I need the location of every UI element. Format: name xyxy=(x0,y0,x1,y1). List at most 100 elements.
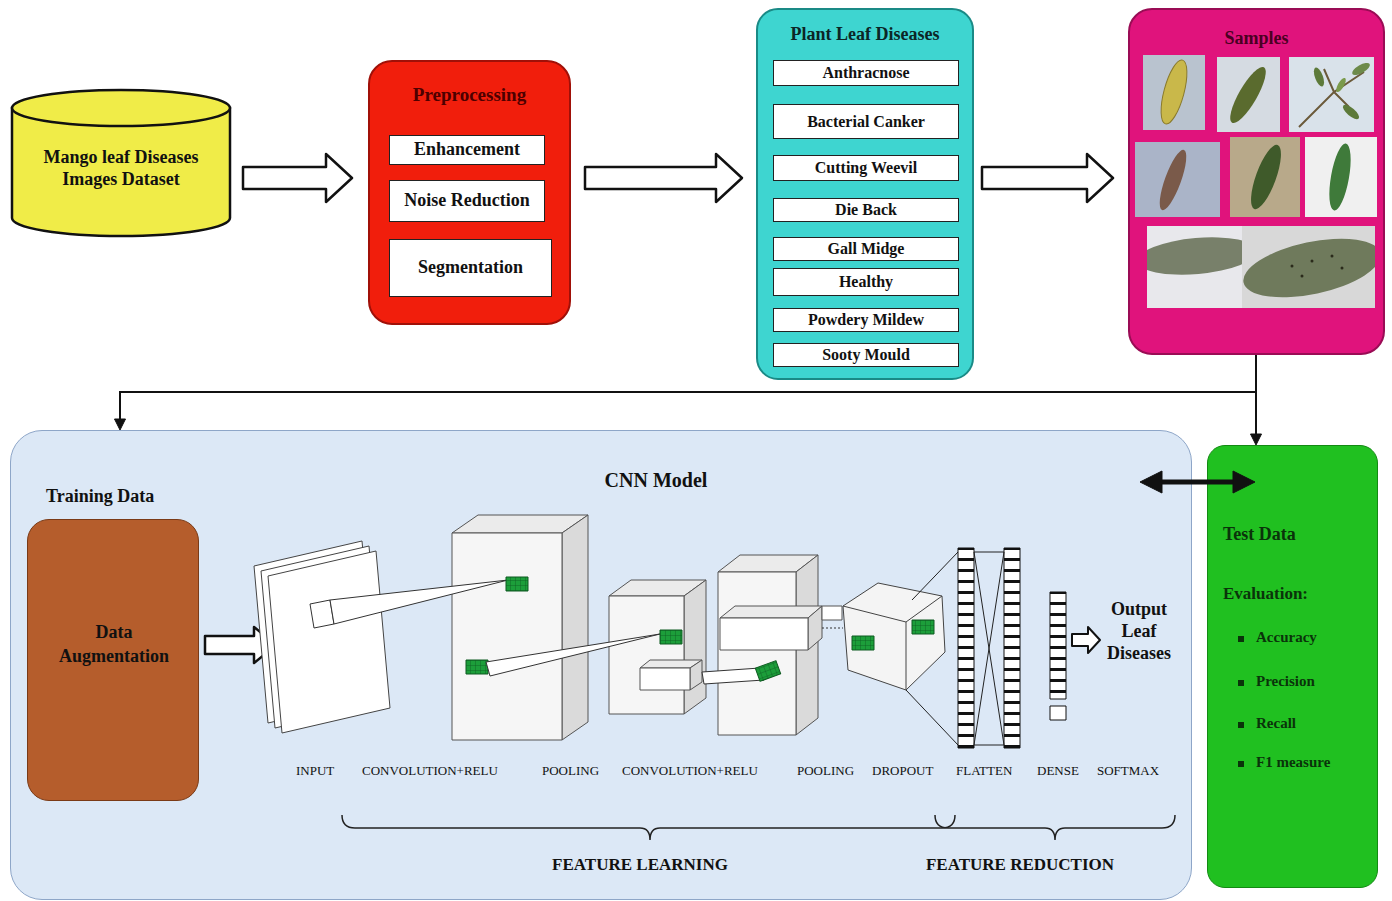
node-text: Preprocessing xyxy=(370,84,569,106)
arrow-head xyxy=(1140,471,1162,493)
cnn-panel: CNN ModelTraining DataData Augmentation xyxy=(10,430,1192,900)
class-box: Sooty Mould xyxy=(773,343,959,367)
connector xyxy=(243,154,352,202)
arrow-head xyxy=(1251,434,1262,445)
cnn-drawing-part xyxy=(822,628,843,629)
layer-label: CONVOLUTION+RELU xyxy=(362,763,498,779)
cnn-drawing-part xyxy=(718,572,796,735)
cnn-drawing-part xyxy=(452,533,562,740)
node-text: Bacterial Canker xyxy=(807,113,925,131)
class-box: Die Back xyxy=(773,198,959,222)
node-text: Evaluation: xyxy=(1223,584,1308,604)
sample-photos-part xyxy=(1135,142,1220,217)
node-text: CNN Model xyxy=(571,469,741,492)
cnn-drawing-part xyxy=(720,606,822,618)
node-text: Anthracnose xyxy=(822,64,909,82)
connector-line xyxy=(120,355,1256,421)
sample-photos-part xyxy=(1230,137,1300,217)
sample-photos-part-part xyxy=(1299,69,1364,127)
connector xyxy=(115,355,1257,430)
layer-label: DROPOUT xyxy=(872,763,933,779)
connector xyxy=(1140,471,1255,493)
cnn-drawing-part xyxy=(852,636,874,650)
class-box: Anthracnose xyxy=(773,60,959,86)
sample-photos-part-part xyxy=(1289,57,1374,132)
cnn-drawing-part xyxy=(640,660,702,668)
process-box: Segmentation xyxy=(389,239,552,297)
cnn-drawing-part xyxy=(466,660,488,674)
node-text: Segmentation xyxy=(418,258,523,278)
sample-photos-part-part xyxy=(1245,142,1287,213)
sample-photos-part-part xyxy=(1334,77,1347,94)
node-text: F1 measure xyxy=(1256,754,1330,771)
sample-photos-part-part xyxy=(1331,255,1334,258)
connector xyxy=(982,154,1113,202)
sample-photos-part xyxy=(1305,137,1377,217)
arrow-head xyxy=(115,419,126,430)
braces xyxy=(342,815,1175,840)
cnn-drawing-part xyxy=(684,580,706,714)
layer-label: FLATTEN xyxy=(956,763,1012,779)
cnn-drawing-part xyxy=(609,580,706,596)
cnn-drawing xyxy=(205,515,1100,748)
sample-photos-part-part xyxy=(1230,137,1300,217)
layer-label: POOLING xyxy=(797,763,854,779)
cnn-drawing-part xyxy=(906,552,958,745)
connector-line xyxy=(1158,480,1238,485)
cnn-drawing-part xyxy=(843,596,942,690)
cnn-drawing-part xyxy=(640,668,690,690)
node-text: Precision xyxy=(1256,673,1315,690)
sample-photos-part xyxy=(1217,57,1280,132)
sample-photos-part-part xyxy=(1156,58,1192,127)
node-text: Sooty Mould xyxy=(822,346,910,364)
connector xyxy=(585,154,742,202)
bullet-marker xyxy=(1238,722,1244,728)
cnn-drawing-part xyxy=(452,515,588,533)
braces-part xyxy=(935,815,1175,840)
cnn-drawing-part xyxy=(1050,592,1066,699)
arrow-head xyxy=(1233,471,1255,493)
cnn-drawing-part xyxy=(720,618,808,650)
cnn-drawing-part xyxy=(486,634,660,676)
bullet-marker xyxy=(1238,761,1244,767)
sample-photos-part-part xyxy=(1217,57,1280,132)
cnn-drawing-part xyxy=(310,600,334,628)
cnn-drawing-part xyxy=(702,668,764,684)
block-arrow xyxy=(982,154,1113,202)
sample-photos-part-part xyxy=(1311,260,1314,263)
cnn-drawing-part xyxy=(912,620,934,634)
cnn-drawing-part xyxy=(562,515,588,740)
node-text: Samples xyxy=(1130,28,1383,49)
stage-label: FEATURE LEARNING xyxy=(510,855,770,875)
block-arrow xyxy=(585,154,742,202)
stage-label: FEATURE REDUCTION xyxy=(890,855,1150,875)
cnn-drawing-part xyxy=(690,660,702,690)
sample-photos-part-part xyxy=(1155,147,1192,213)
sample-photos-part xyxy=(1136,226,1259,308)
process-box: Noise Reduction xyxy=(389,180,545,222)
sample-photos-part xyxy=(1289,57,1374,132)
sample-photos-part-part xyxy=(1341,103,1361,122)
connector-line xyxy=(1255,355,1257,436)
cnn-drawing-part xyxy=(796,555,818,735)
node-text: Recall xyxy=(1256,715,1296,732)
layer-label: CONVOLUTION+RELU xyxy=(622,763,758,779)
cnn-drawing-part xyxy=(1004,548,1020,748)
cnn-drawing-part xyxy=(958,548,974,748)
heading-text: Training Data xyxy=(46,486,154,507)
cnn-drawing-part xyxy=(268,551,390,733)
node-text: Powdery Mildew xyxy=(808,311,924,329)
output-label: Output Leaf Diseases xyxy=(1098,598,1180,664)
node-text: Enhancement xyxy=(414,140,520,160)
bullet-marker xyxy=(1238,636,1244,642)
sample-photos-part-part xyxy=(1305,137,1377,217)
sample-photos-part-part xyxy=(1350,61,1371,78)
node-text: Noise Reduction xyxy=(404,191,530,211)
samples-panel: Samples xyxy=(1128,8,1385,355)
test-data-box: Test DataEvaluation:AccuracyPrecisionRec… xyxy=(1207,445,1378,888)
class-box: Bacterial Canker xyxy=(773,104,959,139)
cnn-drawing-part xyxy=(205,627,276,663)
disease-panel: Plant Leaf DiseasesAnthracnoseBacterial … xyxy=(756,8,974,380)
cnn-drawing-part xyxy=(808,606,822,650)
